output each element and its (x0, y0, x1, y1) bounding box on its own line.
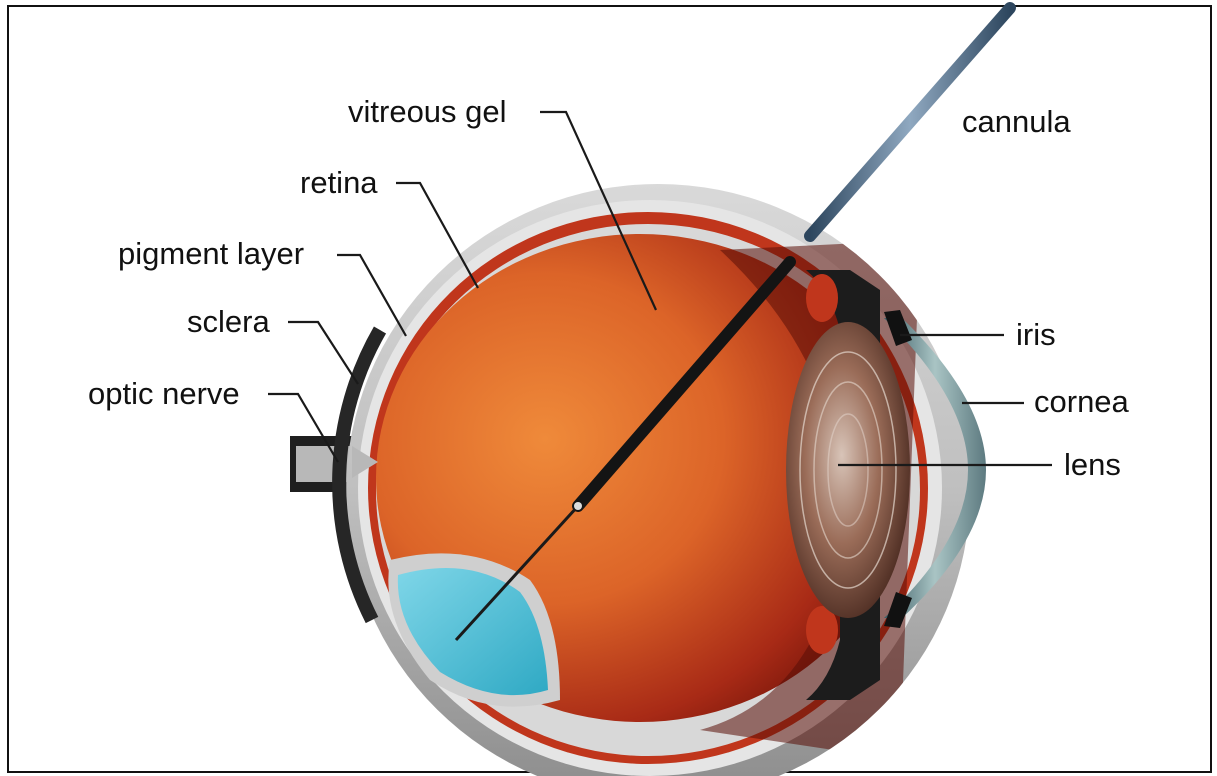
label-pigment-layer: pigment layer (118, 236, 304, 271)
label-cornea: cornea (1034, 384, 1130, 419)
eyeball (339, 184, 986, 776)
label-optic-nerve: optic nerve (88, 376, 240, 411)
label-vitreous-gel: vitreous gel (348, 94, 507, 129)
label-retina: retina (300, 165, 378, 200)
label-cannula: cannula (962, 104, 1071, 139)
lens-shape (786, 322, 910, 618)
label-sclera: sclera (187, 304, 270, 339)
label-lens: lens (1064, 447, 1121, 482)
leader-pigment-layer (337, 255, 406, 336)
leader-sclera (288, 322, 358, 384)
label-iris: iris (1016, 317, 1056, 352)
